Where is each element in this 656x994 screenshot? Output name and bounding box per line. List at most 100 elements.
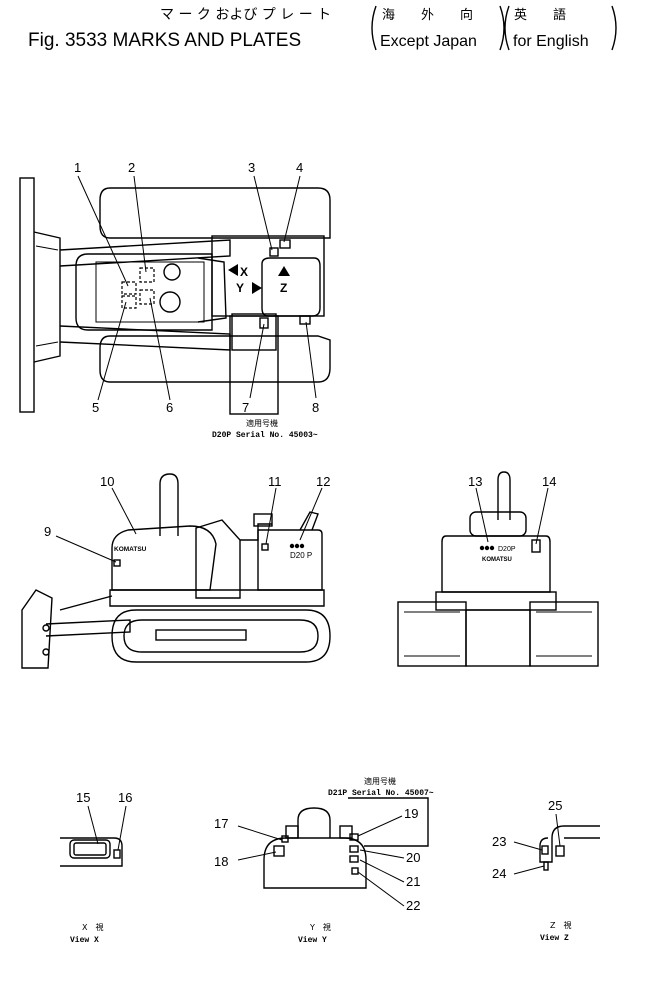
callout-14: 14 xyxy=(542,474,556,489)
callout-3: 3 xyxy=(248,160,255,175)
plate-17 xyxy=(281,835,289,843)
plate-8 xyxy=(299,315,311,325)
callout-17: 17 xyxy=(214,816,228,831)
view-y: 適用号機 D21P Serial No. 45007~ 17 18 19 20 … xyxy=(214,776,434,945)
plate-3 xyxy=(269,247,279,257)
arrow-y-label: Y xyxy=(236,281,244,295)
callout-10: 10 xyxy=(100,474,114,489)
title-jp-paren2: 英 語 xyxy=(514,7,566,23)
right-track xyxy=(99,335,331,383)
blade-face xyxy=(33,231,61,363)
rear-exhaust xyxy=(497,471,511,520)
view-y-jp: Y 視 xyxy=(309,923,331,932)
callout-7: 7 xyxy=(242,400,249,415)
plate-21 xyxy=(349,855,359,863)
serial-top: D20P Serial No. 45003~ xyxy=(212,431,318,440)
plate-9 xyxy=(113,559,121,567)
plate-1 xyxy=(121,281,137,295)
rear-view: D20P KOMATSU 13 14 xyxy=(397,471,599,667)
side-track xyxy=(111,609,331,663)
callout-12: 12 xyxy=(316,474,330,489)
title-jp: マ ー ク および プ レ ー ト xyxy=(160,7,331,23)
fuel-tank xyxy=(257,529,323,591)
plate-16 xyxy=(113,849,121,859)
side-brand-label: KOMATSU xyxy=(114,546,147,553)
title-paren1: Except Japan xyxy=(380,33,477,50)
callout-6: 6 xyxy=(166,400,173,415)
serial-jp-top: 適用号機 xyxy=(246,418,278,428)
plate-14 xyxy=(531,539,541,553)
plate-5 xyxy=(121,295,137,309)
title-block: マ ー ク および プ レ ー ト 海 外 向 英 語 Fig. 3533 MA… xyxy=(28,5,617,51)
rear-model-label: D20P xyxy=(498,546,516,553)
callout-9: 9 xyxy=(44,524,51,539)
blade-edge xyxy=(19,177,35,413)
serial-jp-lower: 適用号機 xyxy=(364,776,396,786)
callout-23: 23 xyxy=(492,834,506,849)
plate-4 xyxy=(279,239,291,249)
callout-8: 8 xyxy=(312,400,319,415)
figure-title: Fig. 3533 MARKS AND PLATES xyxy=(28,30,301,51)
callout-20: 20 xyxy=(406,850,420,865)
paren-close-2 xyxy=(611,5,617,51)
callout-21: 21 xyxy=(406,874,420,889)
callout-22: 22 xyxy=(406,898,420,913)
callout-25: 25 xyxy=(548,798,562,813)
view-x-label: View X xyxy=(70,936,99,945)
plate-15 xyxy=(73,842,107,856)
callout-5: 5 xyxy=(92,400,99,415)
side-model-label: D20 P xyxy=(290,551,312,560)
callout-16: 16 xyxy=(118,790,132,805)
plate-23 xyxy=(541,845,549,855)
top-view: X Y Z 1 2 3 4 5 6 7 8 適用号機 D20P Serial N… xyxy=(19,160,331,440)
arrow-x-icon xyxy=(228,264,238,276)
arrow-x-label: X xyxy=(240,265,248,279)
plate-7 xyxy=(259,317,269,329)
paren-close-1 xyxy=(499,5,505,51)
exhaust-pipe xyxy=(159,473,179,536)
view-z: 25 23 24 Z 視 View Z xyxy=(492,798,600,943)
seat xyxy=(261,257,321,317)
left-track xyxy=(99,187,331,239)
callout-18: 18 xyxy=(214,854,228,869)
paren-open-2 xyxy=(504,5,510,51)
paren-open-1 xyxy=(371,5,377,51)
callout-4: 4 xyxy=(296,160,303,175)
plate-18 xyxy=(273,845,285,857)
serial-bracket xyxy=(348,797,429,847)
side-blade xyxy=(21,589,53,669)
callout-15: 15 xyxy=(76,790,90,805)
view-z-jp: Z 視 xyxy=(550,921,571,930)
callout-13: 13 xyxy=(468,474,482,489)
view-x-body xyxy=(60,837,123,867)
callout-7-frame xyxy=(229,315,279,415)
plate-24 xyxy=(543,861,549,871)
side-hood xyxy=(111,525,217,591)
view-y-label: View Y xyxy=(298,936,327,945)
callout-2: 2 xyxy=(128,160,135,175)
view-x: 15 16 X 視 View X xyxy=(60,790,132,945)
serial-lower: D21P Serial No. 45007~ xyxy=(328,789,434,798)
main-frame xyxy=(109,589,325,607)
plate-25 xyxy=(555,845,565,857)
plate-2-a xyxy=(139,267,155,283)
view-x-jp: X 視 xyxy=(82,923,103,932)
rear-brand-label: KOMATSU xyxy=(482,557,512,563)
arrow-z-icon xyxy=(278,266,290,276)
side-view: KOMATSU D20 P 9 10 11 12 xyxy=(21,473,331,669)
operator-deck xyxy=(211,235,325,317)
arrow-z-label: Z xyxy=(280,281,287,295)
fender-box xyxy=(231,313,277,351)
callout-11: 11 xyxy=(268,474,282,489)
callout-19: 19 xyxy=(404,806,418,821)
plate-6 xyxy=(139,289,155,305)
plate-19 xyxy=(349,833,359,841)
arrow-y-icon xyxy=(252,282,262,294)
plate-20 xyxy=(349,845,359,853)
view-z-label: View Z xyxy=(540,934,569,943)
plate-11 xyxy=(261,543,269,551)
title-jp-paren1: 海 外 向 xyxy=(382,7,473,23)
callout-1: 1 xyxy=(74,160,81,175)
plate-11-mount xyxy=(253,513,273,527)
